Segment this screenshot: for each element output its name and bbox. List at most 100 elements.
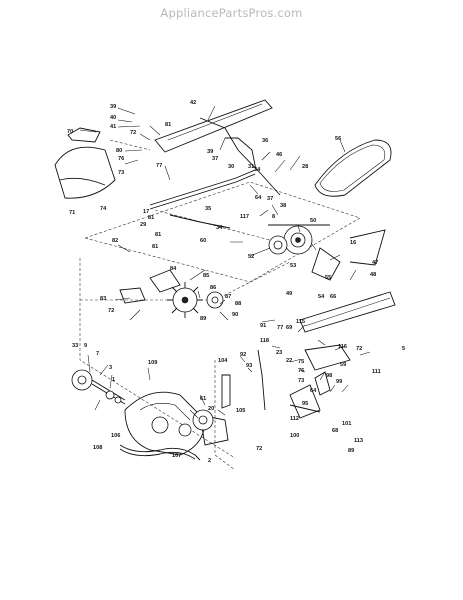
part-label-101: 101 bbox=[342, 421, 351, 427]
part-label-23: 23 bbox=[276, 350, 282, 356]
part-label-40: 40 bbox=[110, 115, 116, 121]
part-label-39: 39 bbox=[207, 149, 213, 155]
part-label-89: 89 bbox=[200, 316, 206, 322]
part-label-91: 91 bbox=[260, 323, 266, 329]
part-label-22: 22 bbox=[286, 358, 292, 364]
part-label-111: 111 bbox=[372, 369, 381, 375]
part-label-104: 104 bbox=[218, 358, 228, 364]
part-label-64: 64 bbox=[310, 388, 317, 394]
part-label-77: 77 bbox=[156, 163, 162, 169]
part-label-112: 112 bbox=[290, 416, 299, 422]
part-label-106: 106 bbox=[111, 433, 120, 439]
part-label-87: 87 bbox=[225, 294, 231, 300]
part-label-37: 37 bbox=[267, 196, 273, 202]
part-label-98: 98 bbox=[326, 373, 332, 379]
part-label-76: 76 bbox=[298, 368, 304, 374]
part-label-81: 81 bbox=[152, 244, 158, 250]
part-label-92: 92 bbox=[240, 352, 246, 358]
part-label-48: 48 bbox=[370, 272, 376, 278]
part-label-76: 76 bbox=[118, 156, 124, 162]
part-label-55: 55 bbox=[325, 275, 331, 281]
part-label-20: 20 bbox=[208, 406, 214, 412]
part-label-73: 73 bbox=[298, 378, 304, 384]
part-label-5: 5 bbox=[402, 346, 405, 352]
part-label-47: 47 bbox=[372, 260, 378, 266]
part-label-117: 117 bbox=[240, 214, 249, 220]
part-label-9: 9 bbox=[84, 343, 87, 349]
part-label-61: 61 bbox=[200, 396, 206, 402]
part-label-115: 115 bbox=[296, 319, 305, 325]
part-label-49: 49 bbox=[286, 291, 292, 297]
part-label-37: 37 bbox=[212, 156, 218, 162]
part-label-84: 84 bbox=[170, 266, 177, 272]
part-label-99: 99 bbox=[336, 379, 342, 385]
part-label-34: 34 bbox=[216, 225, 223, 231]
part-label-2: 2 bbox=[208, 458, 211, 464]
part-label-85: 85 bbox=[203, 273, 209, 279]
part-label-93: 93 bbox=[246, 363, 252, 369]
part-label-39: 39 bbox=[110, 104, 116, 110]
part-label-41: 41 bbox=[110, 124, 116, 130]
part-label-80: 80 bbox=[116, 148, 122, 154]
part-label-17: 17 bbox=[143, 209, 149, 215]
part-label-75: 75 bbox=[298, 359, 304, 365]
part-label-90: 90 bbox=[232, 312, 238, 318]
part-label-71: 71 bbox=[69, 210, 75, 216]
part-label-46: 46 bbox=[276, 152, 282, 158]
part-label-64: 64 bbox=[255, 195, 262, 201]
part-label-81: 81 bbox=[155, 232, 161, 238]
part-label-107: 107 bbox=[172, 453, 181, 459]
part-label-29: 29 bbox=[140, 222, 146, 228]
part-label-31: 31 bbox=[248, 164, 254, 170]
part-label-42: 42 bbox=[190, 100, 196, 106]
part-label-116: 116 bbox=[338, 344, 347, 350]
part-label-100: 100 bbox=[290, 433, 299, 439]
part-label-36: 36 bbox=[262, 138, 268, 144]
part-label-28: 28 bbox=[302, 164, 308, 170]
part-label-74: 74 bbox=[100, 206, 107, 212]
part-label-72: 72 bbox=[256, 446, 262, 452]
part-label-30: 30 bbox=[228, 164, 234, 170]
fan-impeller bbox=[167, 282, 203, 318]
part-label-86: 86 bbox=[210, 285, 216, 291]
part-label-82: 82 bbox=[112, 238, 118, 244]
part-label-95: 95 bbox=[302, 401, 308, 407]
part-label-34: 34 bbox=[254, 167, 261, 173]
part-label-70: 70 bbox=[67, 129, 73, 135]
part-label-83: 83 bbox=[100, 296, 106, 302]
watermark: AppliancePartsPros.com bbox=[160, 6, 303, 20]
part-label-88: 88 bbox=[235, 301, 241, 307]
part-label-113: 113 bbox=[354, 438, 363, 444]
part-label-60: 60 bbox=[200, 238, 206, 244]
transaxle bbox=[124, 391, 229, 456]
part-label-109: 109 bbox=[148, 360, 157, 366]
part-label-105: 105 bbox=[236, 408, 245, 414]
part-label-54: 54 bbox=[318, 294, 325, 300]
part-label-72: 72 bbox=[356, 346, 362, 352]
part-label-56: 56 bbox=[335, 136, 341, 142]
part-label-77: 77 bbox=[277, 325, 283, 331]
part-label-53: 53 bbox=[290, 263, 296, 269]
part-label-73: 73 bbox=[118, 170, 124, 176]
part-label-72: 72 bbox=[130, 130, 136, 136]
part-label-35: 35 bbox=[205, 206, 211, 212]
part-label-108: 108 bbox=[93, 445, 102, 451]
part-label-68: 68 bbox=[332, 428, 338, 434]
part-label-89: 89 bbox=[348, 448, 354, 454]
part-label-38: 38 bbox=[280, 203, 286, 209]
drawing bbox=[54, 99, 396, 471]
part-label-72: 72 bbox=[108, 308, 114, 314]
part-label-16: 16 bbox=[350, 240, 356, 246]
part-label-81: 81 bbox=[148, 215, 154, 221]
part-label-3: 3 bbox=[109, 365, 112, 371]
part-label-81: 81 bbox=[165, 122, 171, 128]
part-label-50: 50 bbox=[310, 218, 316, 224]
part-label-66: 66 bbox=[330, 294, 336, 300]
part-label-52: 52 bbox=[248, 254, 254, 260]
part-label-8: 8 bbox=[272, 214, 275, 220]
part-label-118: 118 bbox=[260, 338, 269, 344]
part-label-59: 59 bbox=[340, 362, 346, 368]
part-label-7: 7 bbox=[96, 351, 99, 357]
part-label-1: 1 bbox=[112, 377, 115, 383]
